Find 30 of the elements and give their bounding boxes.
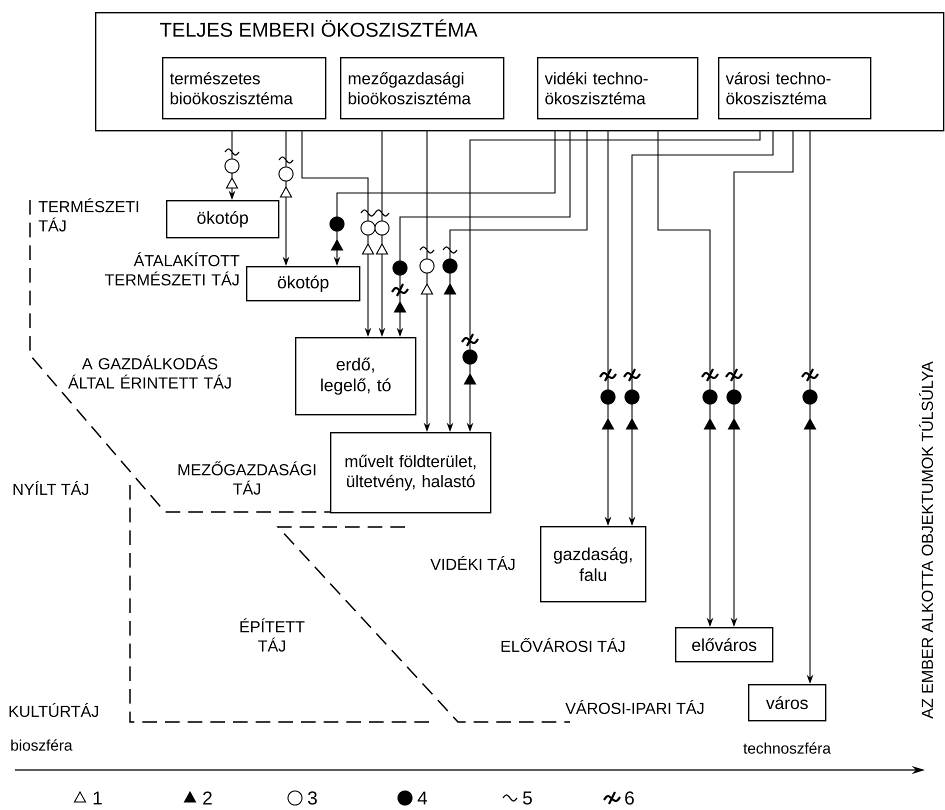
landscape-box: város xyxy=(748,684,826,722)
zone-label: VÁROSI-IPARI TÁJ xyxy=(565,700,704,714)
legend-label: 5 xyxy=(523,792,532,805)
zone-label: ÉPÍTETT TÁJ xyxy=(240,618,305,652)
legend-label: 6 xyxy=(625,791,634,805)
landscape-box: ökotóp xyxy=(246,266,360,302)
zone-label: A GAZDÁLKODÁS ÁLTAL ÉRINTETT TÁJ xyxy=(68,355,231,389)
ecosystem-box: vidéki techno-ökoszisztéma xyxy=(537,57,698,120)
zone-label: MEZŐGAZDASÁGI TÁJ xyxy=(178,461,316,495)
legend-label: 2 xyxy=(203,791,212,805)
landscape-box: ökotóp xyxy=(166,200,280,238)
zone-label: TERMÉSZETI TÁJ xyxy=(38,198,138,232)
zone-label: KULTÚRTÁJ xyxy=(10,703,98,718)
landscape-box: előváros xyxy=(675,627,774,662)
axis-end-label: bioszféra xyxy=(11,739,72,751)
zone-label: ELŐVÁROSI TÁJ xyxy=(502,638,624,652)
zone-label: ÁTALAKÍTOTT TERMÉSZETI TÁJ xyxy=(104,252,240,286)
legend-label: 1 xyxy=(94,792,102,804)
legend-label: 4 xyxy=(418,792,428,804)
side-label: AZ EMBER ALKOTTA OBJEKTUMOK TÚLSÚLYA xyxy=(919,361,934,719)
axis-end-label: technoszféra xyxy=(743,742,831,754)
ecosystem-box: városi techno-ökoszisztéma xyxy=(718,57,872,120)
legend-label: 3 xyxy=(308,791,317,805)
landscape-box: gazdaság, falu xyxy=(540,526,646,602)
zone-label: VIDÉKI TÁJ xyxy=(430,556,514,570)
landscape-box: erdő, legelő, tó xyxy=(295,337,416,416)
landscape-box: művelt földterület, ültetvény, halastó xyxy=(330,432,492,514)
zone-label: NYÍLT TÁJ xyxy=(14,481,88,496)
ecosystem-box: mezőgazdasági bioökoszisztéma xyxy=(340,57,504,120)
ecosystem-box: természetes bioökoszisztéma xyxy=(162,57,326,120)
